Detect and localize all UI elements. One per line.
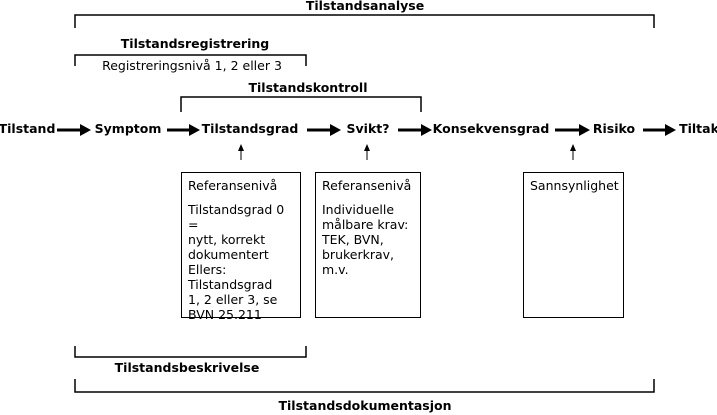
node-tilstand: Tilstand [0,121,56,136]
arrow-risiko-tiltak [643,124,676,136]
node-tilstandsgrad: Tilstandsgrad [201,121,299,136]
label-tilstandsregistrering: Tilstandsregistrering [120,36,270,51]
label-tilstandsdokumentasjon: Tilstandsdokumentasjon [278,398,452,413]
arrow-symptom-tilstandsgrad [167,124,200,136]
arrow-tilstandsgrad-svikt [307,124,341,136]
arrow-svikt-konsekvensgrad [398,124,432,136]
node-risiko: Risiko [592,121,636,136]
label-tilstandskontroll: Tilstandskontroll [248,80,368,95]
box-header: Referansenivå [188,178,278,193]
box-sannsynlighet: Sannsynlighet [523,172,624,318]
uparrow-risiko [570,144,576,160]
uparrow-svikt [364,144,370,160]
box-referanseniva-tilstandsgrad: Referansenivå Tilstandsgrad 0 = nytt, ko… [181,172,301,322]
node-symptom: Symptom [94,121,162,136]
bracket-tilstandsanalyse [74,14,655,28]
bracket-tilstandsregistrering [74,54,307,66]
arrow-tilstand-symptom [57,124,91,136]
label-tilstandsbeskrivelse: Tilstandsbeskrivelse [114,360,260,375]
label-registreringsniva: Registreringsnivå 1, 2 eller 3 [102,58,282,73]
node-konsekvensgrad: Konsekvensgrad [432,121,550,136]
node-svikt: Svikt? [346,121,390,136]
box-header: Referansenivå [322,178,412,193]
bracket-tilstandsdokumentasjon [74,379,655,393]
uparrow-tilstandsgrad [238,144,244,160]
box-body: Tilstandsgrad 0 = nytt, korrekt dokument… [188,202,285,322]
bracket-tilstandskontroll [180,96,422,112]
node-tiltak: Tiltak [679,121,717,136]
bracket-tilstandsbeskrivelse [74,346,307,358]
box-body: Individuelle målbare krav: TEK, BVN, bru… [322,202,409,277]
box-header: Sannsynlighet [530,178,619,193]
label-tilstandsanalyse: Tilstandsanalyse [305,0,425,13]
box-referanseniva-svikt: Referansenivå Individuelle målbare krav:… [315,172,421,318]
arrow-konsekvensgrad-risiko [555,124,590,136]
